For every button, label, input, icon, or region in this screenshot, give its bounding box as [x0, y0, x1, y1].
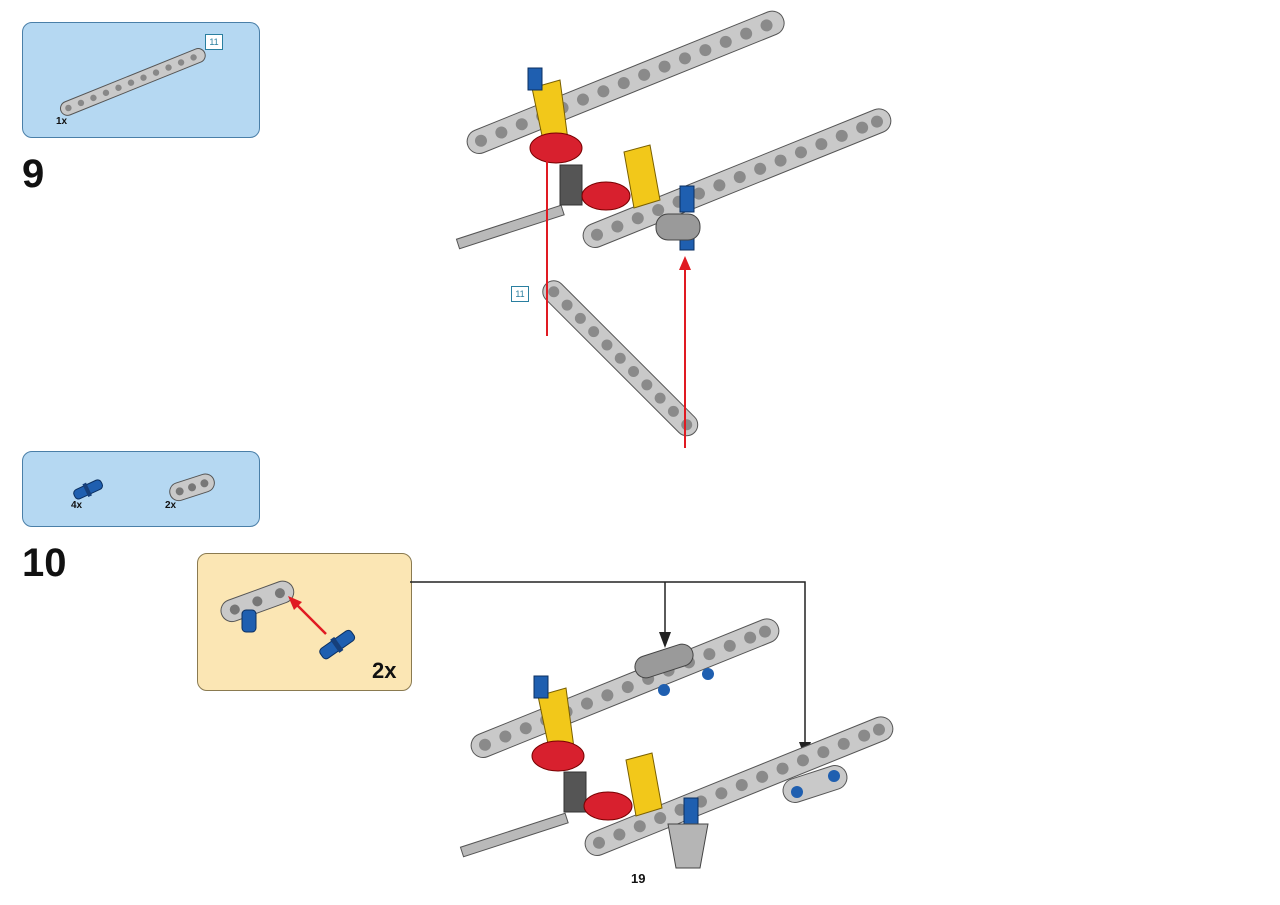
beam-quantity: 1x — [56, 116, 68, 127]
step-9-number: 9 — [22, 152, 45, 196]
beam-11-icon — [59, 48, 206, 116]
page-number: 19 — [631, 871, 646, 886]
step10-parts-box: 4x 2x — [22, 451, 260, 527]
link-quantity: 2x — [165, 500, 177, 511]
blue-pin-icon — [73, 479, 103, 500]
link-icon — [169, 473, 215, 502]
subassembly-box: 2x — [197, 553, 412, 691]
step9-parts-box: 11 1x — [22, 22, 260, 138]
step-10-number: 10 — [22, 541, 67, 585]
subassembly-quantity: 2x — [372, 658, 397, 683]
beam-length-badge: 11 — [205, 34, 223, 50]
subassembly-illustration — [220, 580, 356, 660]
pin-quantity: 4x — [71, 500, 83, 511]
beam-length-callout: 11 — [511, 286, 529, 302]
step9-assembly-illustration — [455, 10, 892, 448]
